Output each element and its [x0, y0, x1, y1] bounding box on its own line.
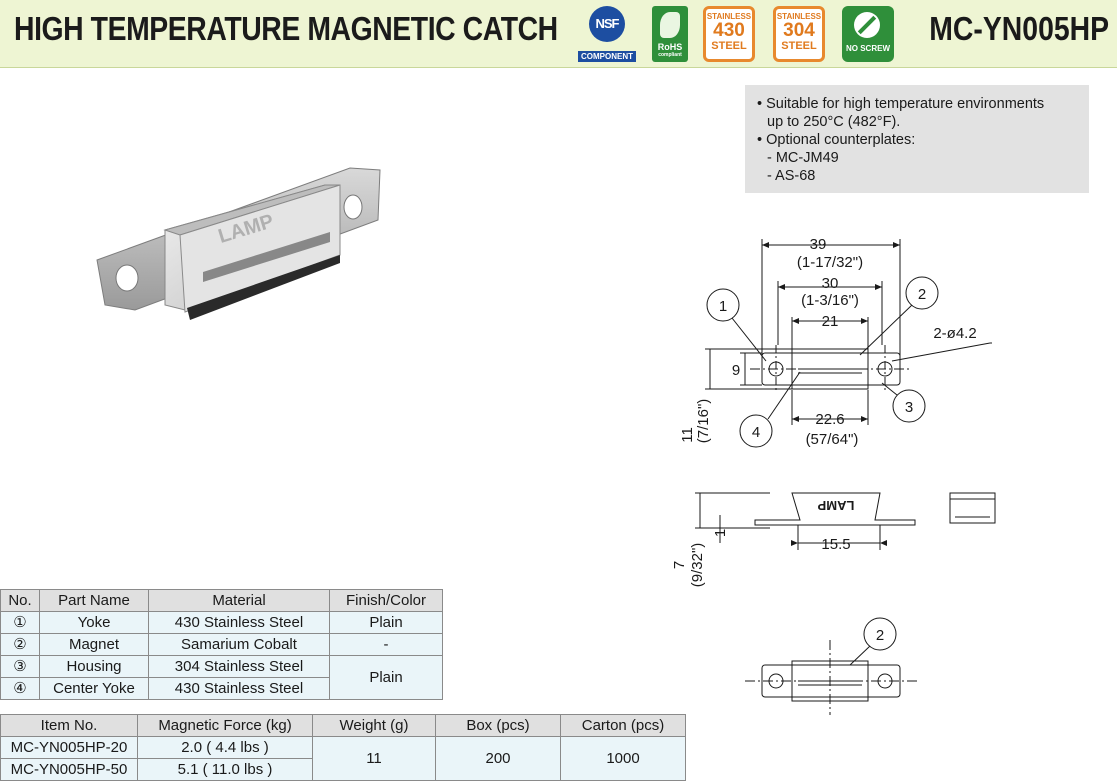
cell-no: ③ [0, 655, 40, 678]
cell-material: Samarium Cobalt [148, 633, 330, 656]
cell-force: 5.1 ( 11.0 lbs ) [137, 758, 313, 781]
dim-7: 7 [671, 561, 688, 569]
callout-1: 1 [719, 298, 727, 315]
cell-part-name: Housing [39, 655, 149, 678]
table-row: ③ Housing 304 Stainless Steel Plain [0, 655, 443, 700]
nsf-badge: NSF COMPONENT [578, 6, 636, 64]
table-row: MC-YN005HP-20 2.0 ( 4.4 lbs ) 11 200 100… [0, 736, 686, 781]
col-header: Box (pcs) [435, 714, 561, 737]
page-title: HIGH TEMPERATURE MAGNETIC CATCH [14, 10, 558, 47]
product-photo: LAMP [96, 167, 381, 320]
dim-9: 9 [732, 362, 740, 379]
dim-22-6-inch: (57/64") [806, 431, 859, 448]
col-header: Part Name [39, 589, 149, 612]
stainless-430-badge: STAINLESS 430 STEEL [703, 6, 755, 62]
info-line: up to 250°C (482°F). [767, 114, 901, 130]
table-header-row: Item No. Magnetic Force (kg) Weight (g) … [0, 714, 686, 737]
feature-info-box: • Suitable for high temperature environm… [745, 85, 1089, 193]
side-logo-text: LAMP [817, 498, 854, 513]
cell-part-name: Center Yoke [39, 677, 149, 700]
cell-box: 200 [435, 736, 561, 781]
dim-21: 21 [822, 313, 839, 330]
cell-part-name: Magnet [39, 633, 149, 656]
info-line: • Suitable for high temperature environm… [757, 96, 1045, 112]
rohs-badge: RoHS compliant [652, 6, 688, 62]
stainless-304-badge: STAINLESS 304 STEEL [773, 6, 825, 62]
table-row: MC-YN005HP-50 5.1 ( 11.0 lbs ) [0, 758, 686, 781]
dim-39-inch: (1-17/32") [797, 254, 863, 271]
rohs-label: RoHS [657, 42, 683, 52]
dim-7-inch: (9/32") [689, 543, 706, 588]
cell-finish: Plain [329, 611, 443, 634]
cell-force: 2.0 ( 4.4 lbs ) [137, 736, 313, 759]
items-table: Item No. Magnetic Force (kg) Weight (g) … [0, 714, 686, 781]
dim-11: 11 [679, 427, 696, 443]
no-screw-label: NO SCREW [846, 44, 890, 53]
nsf-logo-icon: NSF [589, 6, 625, 42]
col-header: Magnetic Force (kg) [137, 714, 313, 737]
callout-2: 2 [918, 286, 926, 303]
badge-top-label: STAINLESS [776, 12, 822, 21]
cell-no: ① [0, 611, 40, 634]
callout-3: 3 [905, 399, 913, 416]
col-header: Finish/Color [329, 589, 443, 612]
no-screw-badge: NO SCREW [842, 6, 894, 62]
table-row: ④ Center Yoke 430 Stainless Steel [0, 677, 443, 700]
rohs-sub-label: compliant [658, 52, 682, 58]
col-header: Material [148, 589, 330, 612]
col-header: Carton (pcs) [560, 714, 686, 737]
cell-material: 304 Stainless Steel [148, 655, 330, 678]
dim-22-6: 22.6 [815, 411, 844, 428]
info-line: - AS-68 [767, 168, 816, 184]
badge-number: 304 [783, 20, 815, 41]
cell-no: ④ [0, 677, 40, 700]
nsf-component-label: COMPONENT [578, 51, 636, 62]
dim-39: 39 [810, 236, 827, 253]
cell-no: ② [0, 633, 40, 656]
table-row: ① Yoke 430 Stainless Steel Plain [0, 611, 443, 634]
dim-11-inch: (7/16") [695, 399, 712, 444]
parts-table: No. Part Name Material Finish/Color ① Yo… [0, 589, 443, 700]
table-row: ② Magnet Samarium Cobalt - [0, 633, 443, 656]
callout-4: 4 [752, 424, 760, 441]
col-header: No. [0, 589, 40, 612]
badge-number: 430 [713, 20, 745, 41]
cell-finish: Plain [329, 655, 443, 700]
info-line: - MC-JM49 [767, 150, 839, 166]
col-header: Item No. [0, 714, 138, 737]
leaf-icon [660, 12, 680, 38]
badge-bottom-label: STEEL [711, 40, 747, 52]
cell-item-no: MC-YN005HP-20 [0, 736, 138, 759]
model-number: MC-YN005HP [929, 10, 1109, 47]
header-bar: HIGH TEMPERATURE MAGNETIC CATCH NSF COMP… [0, 0, 1117, 68]
cell-item-no: MC-YN005HP-50 [0, 758, 138, 781]
callout-2-bottom: 2 [876, 627, 884, 644]
dim-hole: 2-ø4.2 [933, 325, 976, 342]
cell-weight: 11 [312, 736, 436, 781]
cell-finish: - [329, 633, 443, 656]
dim-30: 30 [822, 275, 839, 292]
dim-30-inch: (1-3/16") [801, 292, 859, 309]
cell-carton: 1000 [560, 736, 686, 781]
col-header: Weight (g) [312, 714, 436, 737]
dimension-drawing: 39 (1-17/32") 30 (1-3/16") 21 2-ø4.2 9 2… [671, 236, 996, 715]
badge-top-label: STAINLESS [706, 12, 752, 21]
no-screw-icon [854, 12, 880, 38]
cell-part-name: Yoke [39, 611, 149, 634]
dim-1: 1 [712, 529, 729, 537]
cell-material: 430 Stainless Steel [148, 677, 330, 700]
cell-material: 430 Stainless Steel [148, 611, 330, 634]
badge-bottom-label: STEEL [781, 40, 817, 52]
dim-15-5: 15.5 [821, 536, 850, 553]
table-header-row: No. Part Name Material Finish/Color [0, 589, 443, 612]
info-line: • Optional counterplates: [757, 132, 916, 148]
